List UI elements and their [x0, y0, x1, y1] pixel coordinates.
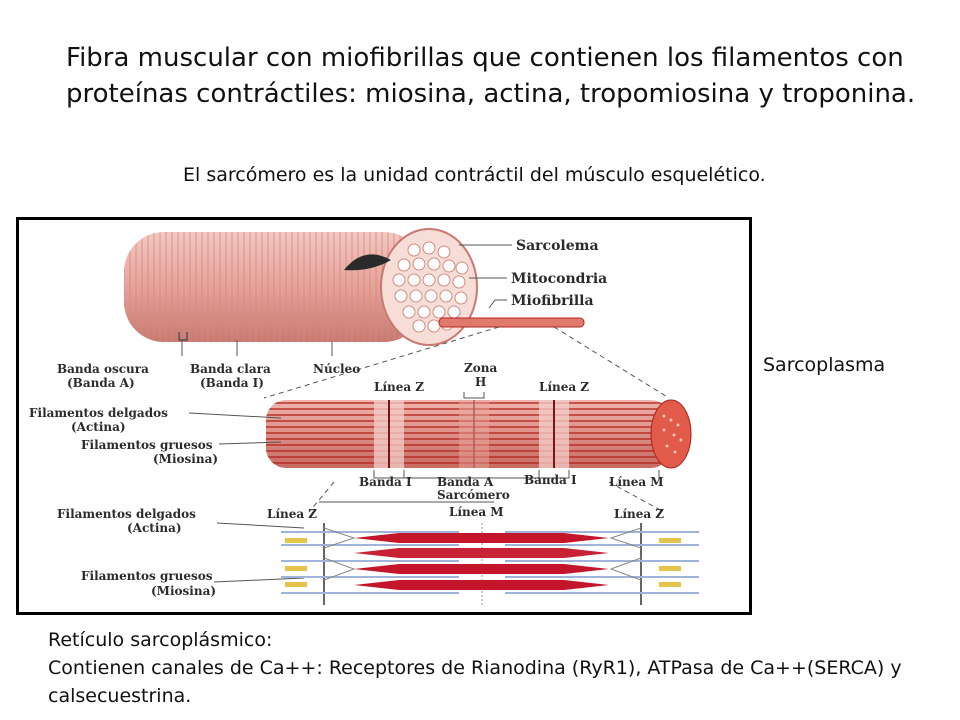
footer-line-2: Contienen canales de Ca++: Receptores de… [48, 657, 902, 707]
myofibril [438, 317, 585, 328]
label-sarcoplasma: Sarcoplasma [763, 354, 886, 376]
myofibril-segment [266, 399, 692, 469]
label-miosina-2: (Miosina) [151, 584, 216, 598]
label-linea-z-bottom-right: Línea Z [614, 507, 664, 521]
footer-line-1: Retículo sarcoplásmico: [48, 629, 273, 651]
label-zona: Zona [464, 361, 497, 375]
label-filamentos-delgados-2: Filamentos delgados [57, 507, 196, 521]
sarcomere-detail [281, 523, 699, 605]
label-banda-oscura-sub: (Banda A) [67, 376, 135, 390]
label-miofibrilla: Miofibrilla [511, 293, 594, 309]
label-nucleo: Núcleo [313, 362, 360, 376]
label-mitocondria: Mitocondria [511, 271, 607, 287]
label-filamentos-gruesos-2: Filamentos gruesos [81, 569, 213, 583]
label-banda-a: Banda A [437, 475, 494, 489]
label-sarcomero: Sarcómero [437, 488, 510, 502]
label-filamentos-delgados-1: Filamentos delgados [29, 406, 168, 420]
label-actina-2: (Actina) [127, 521, 182, 535]
label-linea-m-bottom: Línea M [449, 505, 504, 519]
label-banda-i-right: Banda I [524, 473, 577, 487]
footer-text: Retículo sarcoplásmico: Contienen canale… [48, 626, 928, 710]
slide-subtitle: El sarcómero es la unidad contráctil del… [183, 164, 766, 186]
label-linea-z-top-right: Línea Z [539, 380, 589, 394]
muscle-fiber-diagram: Sarcolema Mitocondria Miofibrilla Banda … [16, 217, 752, 615]
myofibril-end-face [650, 399, 692, 469]
label-banda-clara-sub: (Banda I) [200, 376, 264, 390]
muscle-fiber [124, 228, 585, 346]
label-miosina-1: (Miosina) [153, 452, 218, 466]
nucleus-icon [344, 254, 391, 271]
label-linea-m-top: Línea M [609, 475, 664, 489]
label-banda-i-left: Banda I [359, 475, 412, 489]
label-filamentos-gruesos-1: Filamentos gruesos [81, 438, 213, 452]
label-linea-z-bottom-left: Línea Z [267, 507, 317, 521]
label-banda-oscura: Banda oscura [57, 362, 149, 376]
label-sarcolema: Sarcolema [516, 238, 599, 254]
label-linea-z-top-left: Línea Z [374, 380, 424, 394]
label-banda-clara: Banda clara [190, 362, 271, 376]
label-zona-h: H [475, 375, 486, 389]
slide-title: Fibra muscular con miofibrillas que cont… [66, 43, 916, 109]
label-actina-1: (Actina) [71, 420, 126, 434]
